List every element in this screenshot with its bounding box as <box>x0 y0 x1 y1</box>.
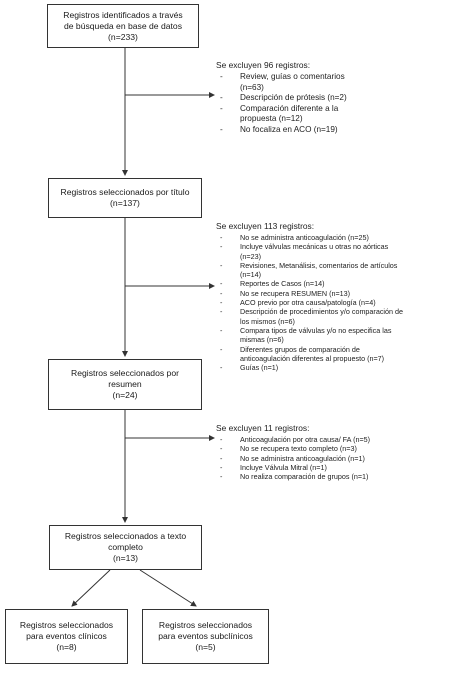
exclusion-2-item-cont: anticoagulación diferentes al propuesto … <box>240 353 385 363</box>
box-subclinical-count: (n=5) <box>195 642 216 652</box>
exclusion-3-item: Incluye Válvula Mitral (n=1) <box>216 463 416 473</box>
exclusion-1-item: Comparación diferente a la <box>216 104 366 115</box>
exclusion-1-item: No focaliza en ACO (n=19) <box>216 125 366 136</box>
box-clinical: Registros seleccionados para eventos clí… <box>5 609 128 664</box>
box-clinical-line2: para eventos clínicos <box>26 631 107 641</box>
box-full-text-line1: Registros seleccionados a texto <box>64 531 187 541</box>
exclusion-block-3: Se excluyen 11 registros: Anticoagulació… <box>216 423 416 482</box>
exclusion-2-item: Descripción de procedimientos y/o compar… <box>216 307 446 317</box>
exclusion-3-item: Anticoagulación por otra causa/ FA (n=5) <box>216 435 416 445</box>
box-clinical-count: (n=8) <box>56 642 77 652</box>
exclusion-1-item: Descripción de prótesis (n=2) <box>216 93 366 104</box>
box-identified-count: (n=233) <box>108 31 138 42</box>
box-by-abstract-line1: Registros seleccionados por <box>71 368 179 378</box>
exclusion-2-item-cont: los mismos (n=6) <box>240 316 295 326</box>
box-by-title-count: (n=137) <box>110 198 140 208</box>
exclusion-1-header: Se excluyen 96 registros: <box>216 60 311 70</box>
exclusion-2-item: Reportes de Casos (n=14) <box>216 279 446 289</box>
arrow-to-subclinical <box>139 569 197 607</box>
exclusion-3-item: No se administra anticoagulación (n=1) <box>216 454 416 464</box>
exclusion-block-1: Se excluyen 96 registros: Review, guías … <box>216 60 366 136</box>
exclusion-2-item: No se administra anticoagulación (n=25) <box>216 233 446 243</box>
box-by-abstract-line2: resumen <box>108 379 142 389</box>
exclusion-1-item-cont: (n=63) <box>240 82 264 92</box>
exclusion-3-item: No realiza comparación de grupos (n=1) <box>216 472 416 482</box>
box-clinical-line1: Registros seleccionados <box>19 620 114 630</box>
exclusion-2-item: No se recupera RESUMEN (n=13) <box>216 289 446 299</box>
exclusion-2-header: Se excluyen 113 registros: <box>216 221 315 231</box>
exclusion-2-item: Guías (n=1) <box>216 363 446 373</box>
box-full-text: Registros seleccionados a texto completo… <box>49 525 202 570</box>
exclusion-2-item: Incluye válvulas mecánicas u otras no aó… <box>216 242 446 252</box>
arrow-to-clinical <box>71 569 111 607</box>
box-by-abstract-count: (n=24) <box>112 390 138 400</box>
box-by-abstract: Registros seleccionados por resumen (n=2… <box>48 359 202 410</box>
exclusion-2-item: Compara tipos de válvulas y/o no especif… <box>216 326 446 336</box>
exclusion-1-item-cont: propuesta (n=12) <box>240 114 303 124</box>
exclusion-2-item-cont: mismas (n=6) <box>240 335 284 345</box>
box-full-text-count: (n=13) <box>112 553 139 563</box>
exclusion-1-item: Review, guías o comentarios <box>216 72 366 83</box>
exclusion-block-2: Se excluyen 113 registros: No se adminis… <box>216 221 446 373</box>
exclusion-2-item: Diferentes grupos de comparación de <box>216 345 446 355</box>
box-subclinical: Registros seleccionados para eventos sub… <box>142 609 269 664</box>
box-subclinical-line1: Registros seleccionados <box>158 620 253 630</box>
box-full-text-line2: completo <box>108 542 143 552</box>
exclusion-2-item-cont: (n=23) <box>240 251 261 261</box>
exclusion-2-item: Revisiones, Metanálisis, comentarios de … <box>216 261 446 271</box>
box-identified-line1: Registros identificados a través <box>63 9 183 20</box>
exclusion-2-item-cont: (n=14) <box>240 270 261 280</box>
exclusion-3-item: No se recupera texto completo (n=3) <box>216 444 416 454</box>
exclusion-2-item: ACO previo por otra causa/patología (n=4… <box>216 298 446 308</box>
box-subclinical-line2: para eventos subclínicos <box>158 631 253 641</box>
box-by-title-line1: Registros seleccionados por título <box>60 187 190 197</box>
box-identified: Registros identificados a través de búsq… <box>47 4 199 48</box>
box-by-title: Registros seleccionados por título (n=13… <box>48 178 202 218</box>
box-identified-line2: de búsqueda en base de datos <box>63 20 182 31</box>
exclusion-3-header: Se excluyen 11 registros: <box>216 423 310 433</box>
